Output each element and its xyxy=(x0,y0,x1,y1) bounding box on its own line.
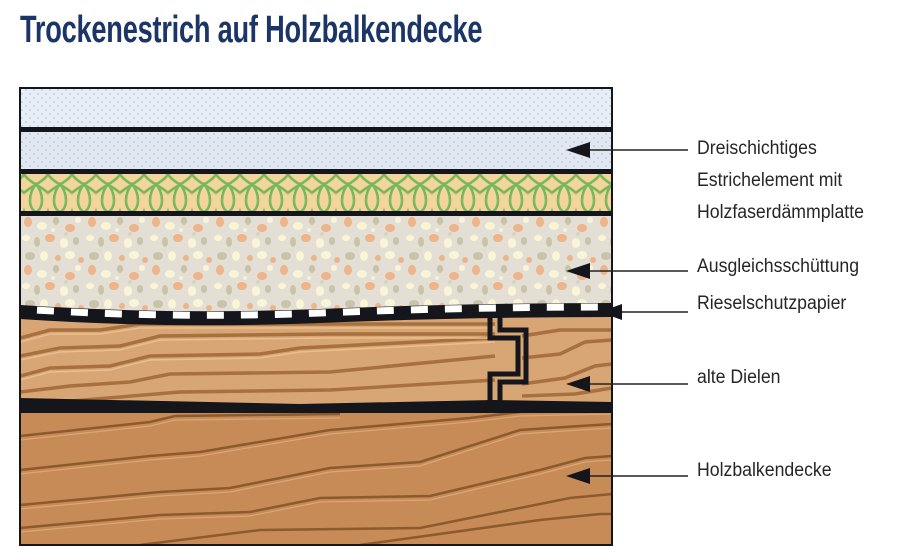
separation-line xyxy=(20,398,612,413)
arrow-leveling-fill xyxy=(566,263,688,279)
layer-estrich-middle xyxy=(20,132,612,170)
diagram-frame xyxy=(19,87,613,546)
arrow-trickle-paper xyxy=(600,304,688,320)
label-old-floorboards: alte Dielen xyxy=(697,367,781,388)
arrow-old-floorboards xyxy=(566,376,688,392)
label-estrich-line1: Dreischichtiges xyxy=(697,138,817,159)
label-trickle-paper: Rieselschutzpapier xyxy=(697,293,847,314)
diagram-title: Trockenestrich auf Holzbalkendecke xyxy=(20,9,483,51)
layer-trickle-protection-paper xyxy=(20,303,612,326)
layer-wood-fiber-insulation xyxy=(20,174,612,212)
layer-estrich-top xyxy=(20,88,612,128)
board-joint xyxy=(487,316,529,402)
label-leveling-fill: Ausgleichsschüttung xyxy=(697,256,860,277)
arrow-timber-beams xyxy=(566,468,688,484)
arrow-estrich xyxy=(566,142,688,158)
label-estrich-line3: Holzfaserdämmplatte xyxy=(697,202,864,223)
label-timber-beams: Holzbalkendecke xyxy=(697,460,832,481)
layer-timber-beam-ceiling xyxy=(20,408,612,545)
label-estrich-line2: Estrichelement mit xyxy=(697,170,843,191)
